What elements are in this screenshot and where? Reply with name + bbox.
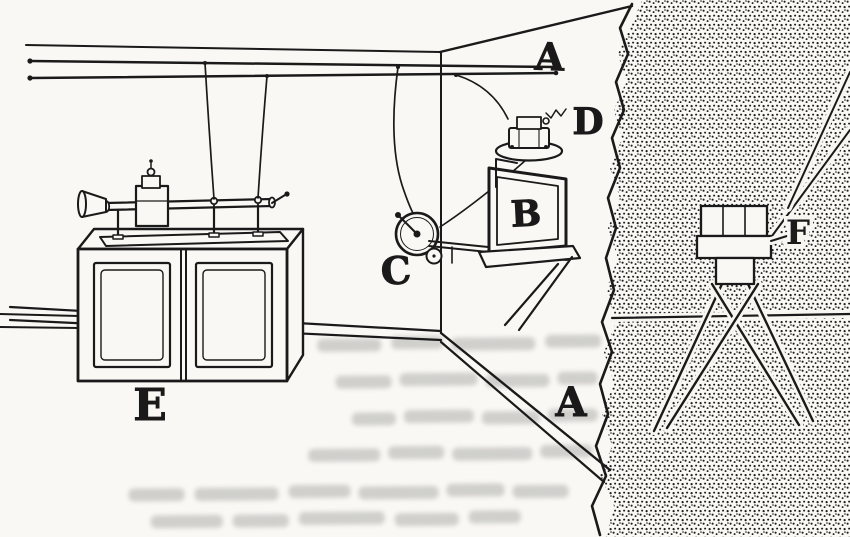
cabinet-e (76, 227, 305, 383)
shelf (477, 244, 582, 269)
tripod-f (608, 68, 850, 435)
lead-wires (203, 61, 269, 200)
torn-edge (590, 2, 634, 537)
label-c: C (379, 247, 412, 294)
left-entry-wires (0, 313, 80, 329)
label-a-lower: A (554, 379, 587, 426)
label-d: D (572, 101, 603, 143)
label-e: E (133, 380, 167, 431)
label-a-upper: A (533, 33, 566, 79)
device-d (454, 73, 567, 188)
overhead-wires (27, 58, 559, 81)
apparatus-on-cabinet (77, 159, 290, 247)
label-b: B (510, 192, 543, 236)
plate-labels: A A B C D E F (133, 33, 814, 431)
label-f: F (786, 213, 810, 253)
frame-b (477, 166, 582, 332)
